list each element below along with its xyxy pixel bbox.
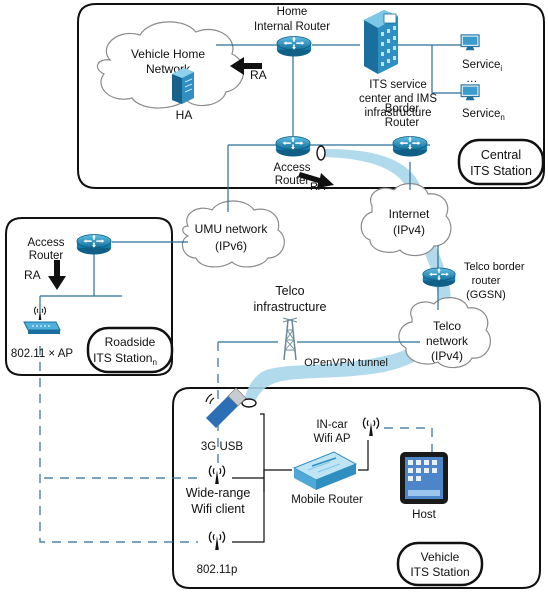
umu-network-line2: (IPv6) [215, 239, 247, 253]
central-station-line2: ITS Station [470, 164, 532, 178]
vehicle-station-badge: Vehicle ITS Station [396, 541, 484, 587]
telco-border-router-icon [422, 267, 456, 288]
roadside-station-line1: Roadside [105, 335, 156, 349]
its-service-center-icon [364, 10, 398, 74]
roadside-station-box [5, 217, 173, 376]
wide-range-antenna-icon [208, 465, 226, 484]
telco-infra-label-2: infrastructure [254, 300, 327, 314]
telco-tower-icon [282, 317, 298, 361]
access-router-roadside-label-1: Access [27, 237, 64, 249]
telco-border-label-2: router [472, 275, 501, 287]
incar-ap-label-1: IN-car [316, 419, 347, 431]
tunnel-label: OPenVPN tunnel [304, 357, 388, 369]
telco-border-label-3: (GGSN) [466, 289, 506, 301]
usb-3g-label: 3G USB [201, 441, 244, 453]
tunnel-end-vehicle [241, 398, 257, 408]
ha-label: HA [176, 108, 193, 122]
central-station-line1: Central [481, 148, 521, 162]
its-center-label-3: infrastructure [364, 107, 431, 119]
incar-ap-label-2: Wifi AP [313, 433, 350, 445]
internet-cloud: Internet (IPv4) [360, 183, 452, 257]
vehicle-home-network-line1: Vehicle Home [131, 47, 205, 61]
home-router-label-2: Internal Router [254, 21, 330, 33]
central-station-box [77, 3, 545, 189]
openvpn-tunnel [244, 148, 451, 404]
border-router-label-2: Router [385, 117, 420, 129]
telco-network-line2: network [426, 334, 469, 348]
tunnel-end-central [316, 145, 326, 161]
node-labels: Home Internal Router HA RA ITS service c… [11, 6, 525, 576]
umu-network-cloud: UMU network (IPv6) [181, 200, 285, 268]
access-router-roadside-label-2: Router [29, 250, 64, 262]
ha-server-icon [172, 68, 194, 104]
service-i-label: Servicei [462, 59, 502, 73]
its-center-label-1: ITS service [369, 79, 427, 91]
service-i-computer-icon [460, 34, 480, 51]
internet-line2: (IPv4) [393, 223, 425, 237]
internet-line1: Internet [389, 207, 430, 221]
border-router-icon [392, 135, 428, 158]
mobile-router-label: Mobile Router [291, 494, 363, 506]
roadside-wiring [39, 241, 188, 318]
ra-access-label: RA [310, 181, 326, 193]
mobile-router-icon [292, 451, 358, 490]
vehicle-wiring [232, 413, 369, 543]
telco-border-label-1: Telco border [464, 261, 525, 273]
roadside-station-badge: Roadside ITS Stationn [86, 326, 174, 374]
usb-3g-icon [205, 387, 247, 428]
wide-range-label-1: Wide-range [186, 486, 251, 500]
border-router-label-1: Border [385, 103, 420, 115]
vehicle-station-line1: Vehicle [421, 550, 460, 564]
access-router-central-label-1: Access [273, 162, 310, 174]
p80211-antenna-icon [208, 531, 226, 550]
access-router-roadside-icon [76, 233, 112, 256]
host-label: Host [412, 509, 436, 521]
incar-ap-antenna-icon [362, 417, 380, 436]
ap-80211-icon [23, 306, 61, 334]
ra-arrow-home [230, 57, 262, 75]
access-router-central-icon [275, 135, 311, 158]
ra-arrow-access [298, 172, 334, 188]
ra-arrow-roadside [48, 260, 66, 290]
wide-range-label-2: Wifi client [191, 502, 245, 516]
central-station-badge: Central ITS Station [457, 138, 545, 186]
p80211-label: 802.11p [197, 564, 238, 576]
home-router-label-1: Home [277, 6, 308, 18]
home-internal-router-icon [276, 35, 312, 58]
host-tablet-icon [400, 452, 448, 504]
services-ellipsis: … [466, 73, 478, 85]
ra-home-label: RA [250, 68, 267, 82]
service-n-computer-icon [460, 84, 480, 101]
telco-network-line3: (IPv4) [431, 349, 463, 363]
telco-network-line1: Telco [433, 319, 461, 333]
ap-80211-label: 802.11 × AP [11, 348, 73, 360]
vehicle-home-network-cloud: Vehicle Home Network [96, 21, 245, 109]
umu-network-line1: UMU network [195, 222, 269, 236]
telco-infra-label-1: Telco [275, 284, 304, 298]
ra-roadside-label: RA [24, 268, 41, 282]
service-n-label: Servicen [462, 108, 505, 122]
telco-network-cloud: Telco network (IPv4) [398, 297, 491, 369]
vehicle-station-box [172, 387, 541, 589]
its-center-label-2: center and IMS [359, 93, 437, 105]
vehicle-station-line2: ITS Station [410, 565, 469, 579]
roadside-station-line2: ITS Stationn [93, 351, 157, 367]
telco-wiring [218, 246, 439, 343]
access-router-central-label-2: Router [275, 175, 310, 187]
